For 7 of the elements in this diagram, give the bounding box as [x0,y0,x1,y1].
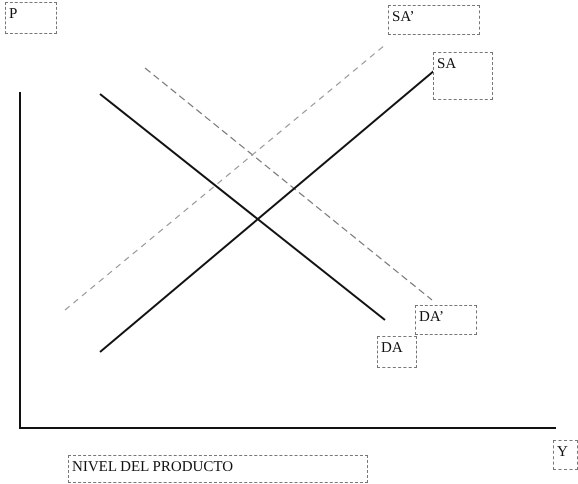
curve-label: SA’ [388,5,480,35]
axis-title: NIVEL DEL PRODUCTO [68,455,368,483]
axis-label: Y [553,440,578,470]
axis-label: P [5,2,57,34]
curve-label: DA’ [415,305,477,335]
curve-label: DA [377,336,417,368]
curve-label: SA [433,52,493,100]
